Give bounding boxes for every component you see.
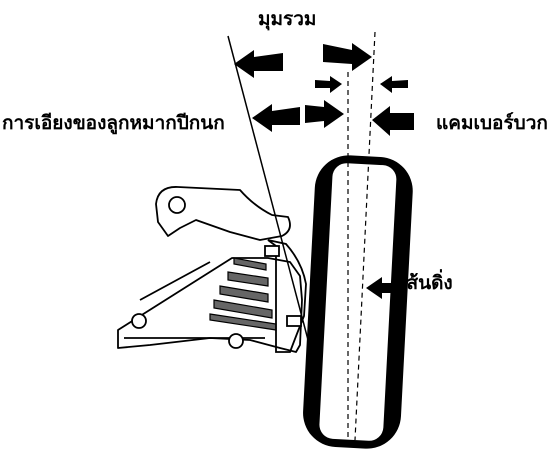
arrows — [234, 43, 414, 299]
arrow-vertical-line — [366, 277, 396, 299]
tire — [303, 155, 413, 449]
coil-spring — [209, 257, 277, 331]
vertical-line-label: เส้นดิ่ง — [400, 272, 453, 294]
arrow-kpi-right — [305, 100, 344, 128]
kingpin-axis-line — [227, 35, 313, 356]
lower-control-arm — [117, 257, 303, 353]
arrow-camber-right — [372, 106, 414, 136]
bushing-holes — [131, 313, 244, 349]
kingpin-inclination-label: การเอียงของลูกหมากปีกนก — [2, 112, 225, 134]
upper-control-arm — [155, 186, 291, 241]
arrow-camber-inner-left — [315, 76, 342, 93]
arrow-total-angle-left — [234, 50, 283, 78]
arrow-camber-inner-right — [380, 76, 408, 93]
steering-knuckle — [264, 239, 307, 353]
arrow-total-angle-right — [323, 43, 372, 71]
total-angle-label: มุมรวม — [258, 8, 317, 30]
arrow-kpi-left — [252, 104, 300, 132]
camber-label: แคมเบอร์บวก — [436, 112, 548, 134]
